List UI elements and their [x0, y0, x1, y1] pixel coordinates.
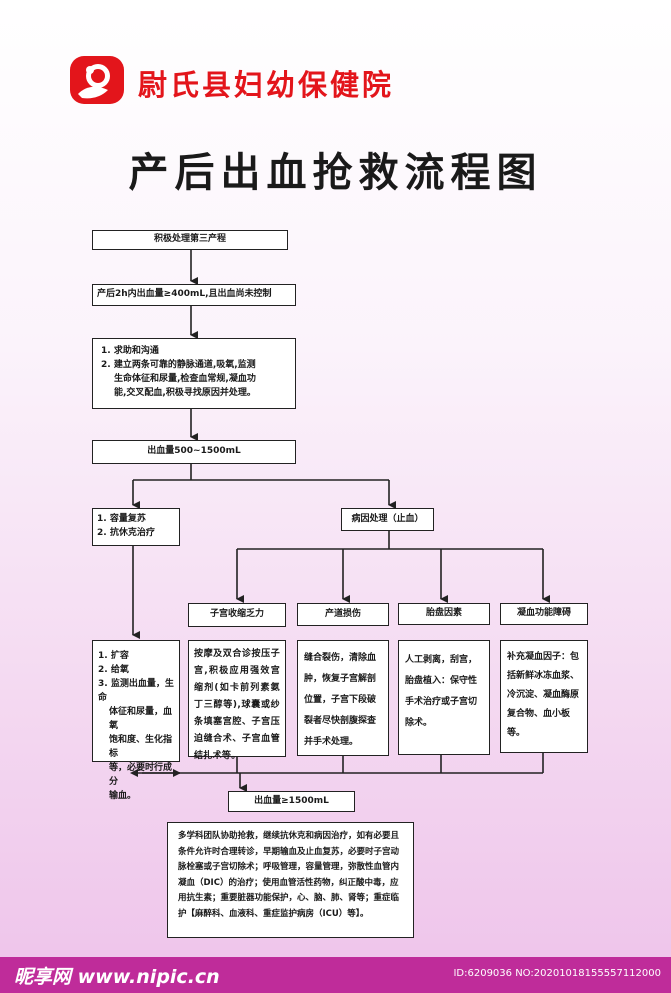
left-detail-line3: 3. 监测出血量，生命	[98, 679, 174, 703]
hospital-name: 尉氏县妇幼保健院	[138, 68, 395, 102]
final-multidisciplinary-rescue-text: 多学科团队协助抢救，继续抗休克和病因治疗，如有必要且条件允许时合理转诊，早期输血…	[178, 831, 400, 919]
cause-detail-uterine-atony-text: 按摩及双合诊按压子宫,积极应用强效宫缩剂(如卡前列素氨丁三醇等),球囊或纱条填塞…	[194, 649, 280, 761]
step-initial-actions-line4: 能,交叉配血,积极寻找原因并处理。	[114, 388, 256, 398]
final-multidisciplinary-rescue: 多学科团队协助抢救，继续抗休克和病因治疗，如有必要且条件允许时合理转诊，早期输血…	[167, 822, 414, 938]
cause-treatment-box: 病因处理（止血）	[341, 508, 434, 531]
left-branch-resuscitation: 1. 容量复苏 2. 抗休克治疗	[92, 508, 180, 546]
cause-detail-birth-canal-injury: 缝合裂伤，清除血肿，恢复子宫解剖位置，子宫下段破裂者尽快剖腹探查并手术处理。	[297, 640, 389, 756]
step-initial-actions-line2: 2. 建立两条可靠的静脉通道,吸氧,监测	[101, 360, 256, 370]
cause-title-coagulation: 凝血功能障碍	[500, 603, 588, 625]
cause-title-birth-canal-injury-text: 产道损伤	[324, 609, 361, 619]
left-detail-line6: 等，必要时行成分	[109, 763, 173, 787]
step-bleeding-threshold: 产后2h内出血量≥400mL,且出血尚未控制	[92, 284, 296, 306]
cause-title-uterine-atony: 子宫收缩乏力	[188, 603, 286, 627]
cause-title-placental-text: 胎盘因素	[425, 608, 462, 618]
cause-detail-birth-canal-injury-text: 缝合裂伤，清除血肿，恢复子宫解剖位置，子宫下段破裂者尽快剖腹探查并手术处理。	[304, 653, 377, 747]
cause-title-placental: 胎盘因素	[398, 603, 490, 625]
left-detail-line1: 1. 扩容	[98, 651, 129, 661]
cause-detail-uterine-atony: 按摩及双合诊按压子宫,积极应用强效宫缩剂(如卡前列素氨丁三醇等),球囊或纱条填塞…	[188, 640, 286, 761]
step-bleeding-threshold-text: 产后2h内出血量≥400mL,且出血尚未控制	[97, 289, 272, 299]
step-bleeding-500-1500: 出血量500~1500mL	[92, 440, 296, 464]
watermark-text: 昵享网 www.nipic.cn	[14, 966, 220, 988]
cause-title-coagulation-text: 凝血功能障碍	[516, 608, 571, 618]
left-detail-line4: 体征和尿量，血氧	[109, 707, 173, 731]
cause-detail-coagulation: 补充凝血因子：包括新鲜冰冻血浆、冷沉淀、凝血酶原复合物、血小板等。	[500, 640, 588, 753]
watermark-image-id: ID:6209036 NO:20201018155557112000	[453, 968, 661, 979]
step-bleeding-over-1500-text: 出血量≥1500mL	[254, 796, 329, 806]
footer-bar	[0, 957, 671, 993]
step-initial-actions: 1. 求助和沟通 2. 建立两条可靠的静脉通道,吸氧,监测 生命体征和尿量,检查…	[92, 338, 296, 409]
cause-detail-coagulation-text: 补充凝血因子：包括新鲜冰冻血浆、冷沉淀、凝血酶原复合物、血小板等。	[507, 652, 580, 738]
page-title: 产后出血抢救流程图	[128, 150, 543, 196]
left-detail-line7: 输血。	[109, 791, 137, 801]
cause-title-uterine-atony-text: 子宫收缩乏力	[209, 609, 264, 619]
left-detail-line5: 饱和度、生化指标	[109, 735, 173, 759]
left-detail-measures: 1. 扩容 2. 给氧 3. 监测出血量，生命 体征和尿量，血氧 饱和度、生化指…	[92, 640, 180, 801]
step-bleeding-500-1500-text: 出血量500~1500mL	[147, 446, 241, 456]
left-detail-line2: 2. 给氧	[98, 665, 129, 675]
hospital-logo-icon	[68, 54, 126, 106]
cause-detail-placental-text: 人工剥离，刮宫，胎盘植入：保守性手术治疗或子宫切除术。	[405, 655, 478, 728]
step-initial-actions-line3: 生命体征和尿量,检查血常规,凝血功	[114, 374, 256, 384]
step-initial-actions-line1: 1. 求助和沟通	[101, 346, 159, 356]
left-branch-line1: 1. 容量复苏	[97, 514, 146, 524]
step-active-management: 积极处理第三产程	[92, 230, 288, 250]
cause-title-birth-canal-injury: 产道损伤	[297, 603, 389, 626]
cause-treatment-text: 病因处理（止血）	[351, 514, 424, 524]
cause-detail-placental: 人工剥离，刮宫，胎盘植入：保守性手术治疗或子宫切除术。	[398, 640, 490, 755]
step-bleeding-over-1500: 出血量≥1500mL	[228, 791, 355, 812]
step-active-management-text: 积极处理第三产程	[153, 234, 226, 244]
left-branch-line2: 2. 抗休克治疗	[97, 528, 155, 538]
